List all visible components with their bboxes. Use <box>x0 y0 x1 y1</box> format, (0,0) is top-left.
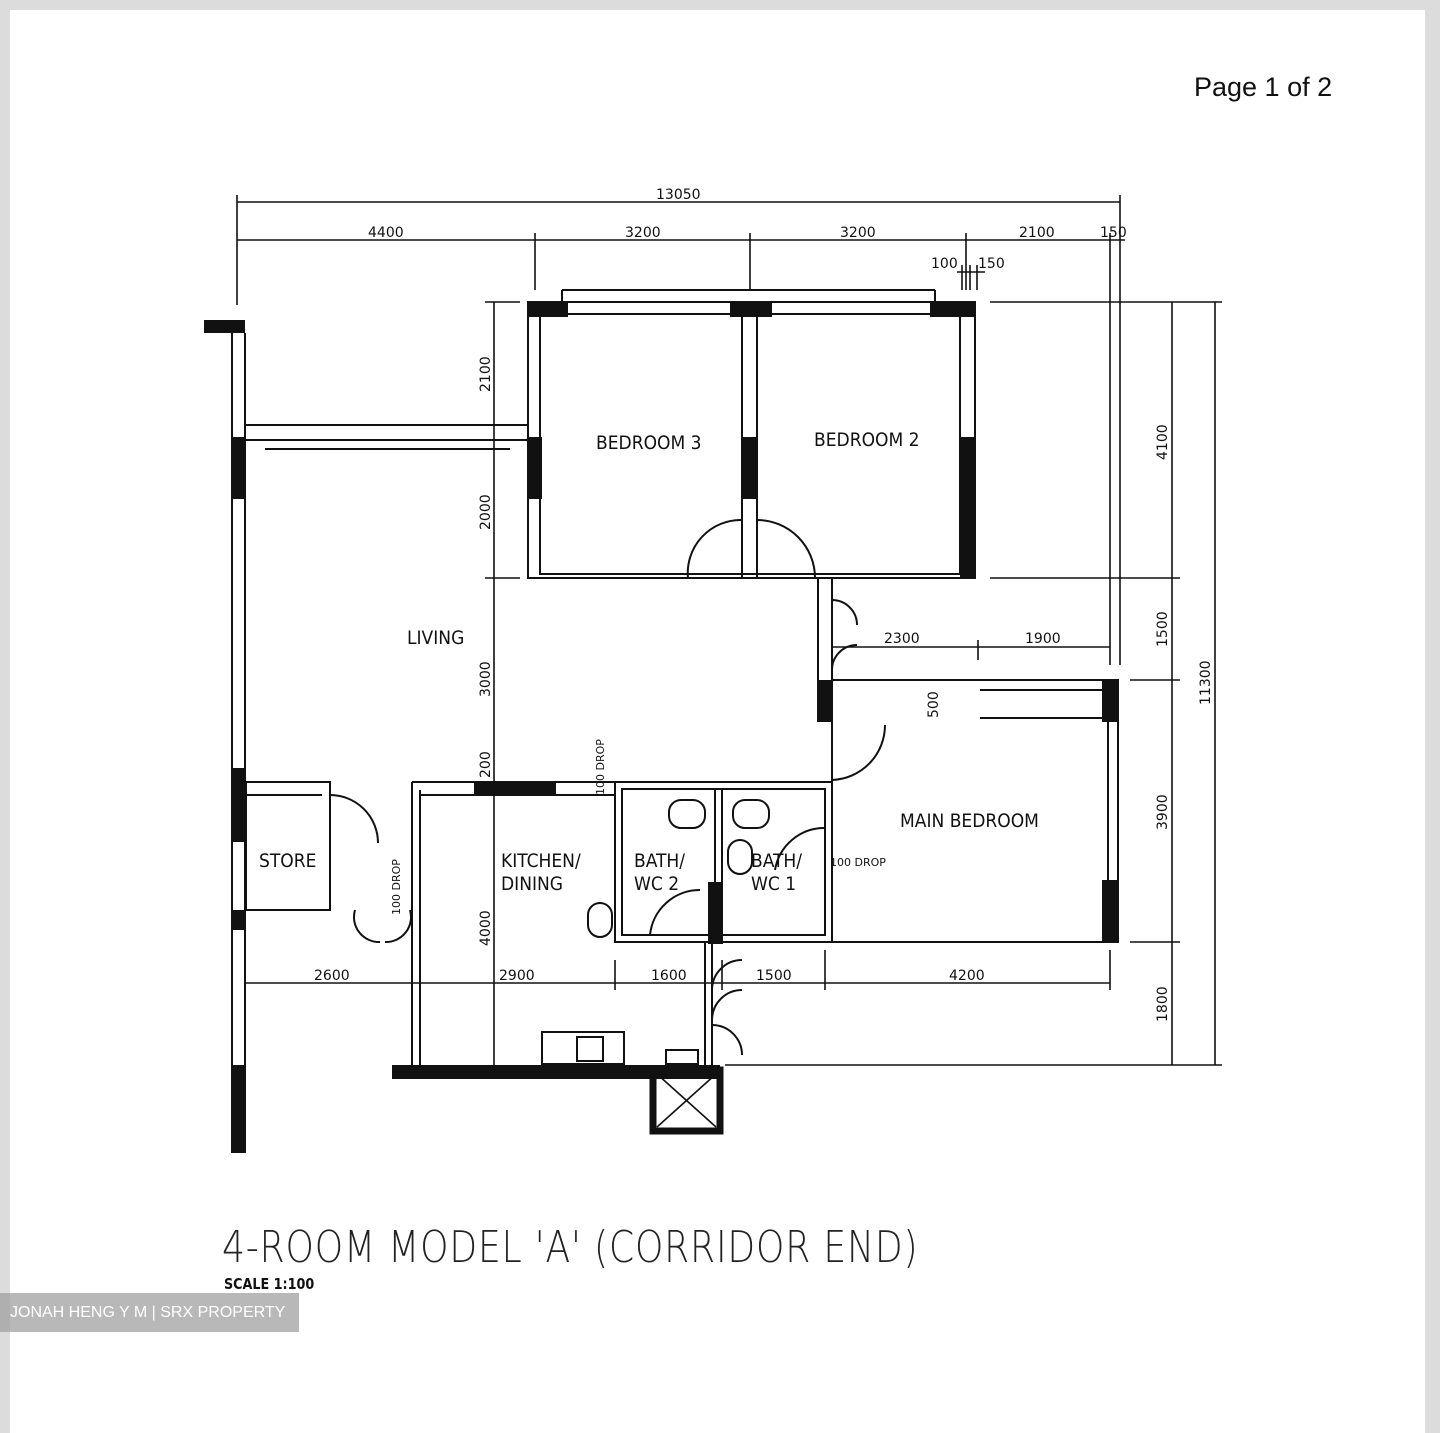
room-label-bedroom-2: BEDROOM 2 <box>814 429 920 451</box>
room-label-wc-2: WC 2 <box>634 873 679 895</box>
dim-corridor: 1900 <box>1025 631 1061 647</box>
page-indicator: Page 1 of 2 <box>1194 72 1333 102</box>
dim-top: 150 <box>1100 225 1127 241</box>
dim-small: 100 <box>931 256 958 272</box>
dim-left: 2100 <box>478 356 494 392</box>
dim-left: 3000 <box>478 661 494 697</box>
dim-wall: 500 <box>926 691 942 718</box>
room-label-bath-2: BATH/ <box>634 850 685 872</box>
plan-scale: SCALE 1:100 <box>224 1275 315 1293</box>
dim-left: 4000 <box>478 910 494 946</box>
dim-bottom: 2900 <box>499 968 535 984</box>
dim-corridor: 2300 <box>884 631 920 647</box>
dim-bottom: 1500 <box>756 968 792 984</box>
dim-total-width: 13050 <box>656 187 701 203</box>
drop-note: 100 DROP <box>594 739 607 795</box>
dim-left: 200 <box>478 751 494 778</box>
drop-note: 100 DROP <box>830 856 886 869</box>
dim-bottom: 4200 <box>949 968 985 984</box>
dim-top: 2100 <box>1019 225 1055 241</box>
room-label-store: STORE <box>259 850 316 872</box>
dim-right: 1500 <box>1155 611 1171 647</box>
dim-top: 3200 <box>840 225 876 241</box>
dim-right: 4100 <box>1155 424 1171 460</box>
dimension-lines <box>236 195 1222 1066</box>
dim-small: 150 <box>978 256 1005 272</box>
dim-right: 3900 <box>1155 794 1171 830</box>
room-label-kitchen: KITCHEN/ <box>501 850 581 872</box>
walls <box>204 289 1119 1153</box>
room-label-main-bedroom: MAIN BEDROOM <box>900 810 1039 832</box>
room-label-bath-1: BATH/ <box>751 850 802 872</box>
dim-bottom: 2600 <box>314 968 350 984</box>
dim-right: 1800 <box>1155 986 1171 1022</box>
room-label-wc-1: WC 1 <box>751 873 796 895</box>
dim-top: 4400 <box>368 225 404 241</box>
room-label-dining: DINING <box>501 873 563 895</box>
room-label-bedroom-3: BEDROOM 3 <box>596 432 702 454</box>
watermark: JONAH HENG Y M | SRX PROPERTY <box>0 1293 299 1332</box>
plan-title: 4-ROOM MODEL 'A' (CORRIDOR END) <box>222 1222 919 1273</box>
dim-bottom: 1600 <box>651 968 687 984</box>
room-label-living: LIVING <box>407 627 464 649</box>
drop-note: 100 DROP <box>390 859 403 915</box>
dim-left: 2000 <box>478 494 494 530</box>
dim-total-height: 11300 <box>1198 660 1214 705</box>
dim-top: 3200 <box>625 225 661 241</box>
